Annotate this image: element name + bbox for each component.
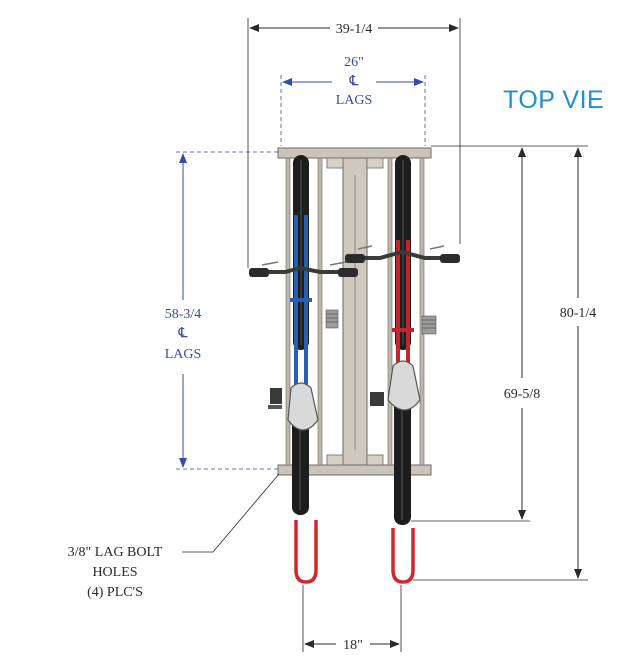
dim-wheel-height-label: 69-5/8 — [504, 387, 541, 402]
lag-bolt-callout-line3: (4) PLC'S — [87, 585, 143, 600]
lag-bolt-callout-line1: 3/8" LAG BOLT — [68, 545, 163, 560]
dim-lags-height: 58-3/4 ℄ LAGS — [165, 151, 278, 470]
dim-lags-height-centerline: ℄ — [178, 326, 188, 341]
dim-overall-height-label: 80-1/4 — [560, 306, 597, 321]
dim-overall-width: 39-1/4 — [247, 18, 461, 268]
view-title: TOP VIE — [503, 86, 604, 114]
rack-frame — [277, 147, 432, 476]
dim-lags-width-label: LAGS — [336, 93, 373, 108]
bike-left — [249, 155, 358, 584]
bike-right-handlebar — [346, 249, 458, 260]
bike-left-frame — [294, 215, 308, 410]
bike-left-handlebar — [252, 265, 355, 274]
dim-bike-spacing: 18" — [302, 585, 402, 653]
bike-right — [345, 155, 460, 584]
dim-wheel-height: 69-5/8 — [411, 147, 541, 522]
lag-bolt-callout-line2: HOLES — [92, 565, 137, 580]
bike-right-wheel-hook — [391, 528, 415, 584]
bike-left-seat — [287, 382, 319, 431]
dim-bike-spacing-label: 18" — [343, 638, 363, 653]
dim-lags-height-value: 58-3/4 — [165, 307, 202, 322]
bike-right-seat — [387, 360, 421, 411]
dim-lags-width-value: 26" — [344, 55, 364, 70]
dim-lags-height-label: LAGS — [165, 347, 202, 362]
dim-lags-width: 26" ℄ LAGS — [280, 55, 426, 146]
dim-lags-width-centerline: ℄ — [349, 74, 359, 89]
dim-overall-height: 80-1/4 — [413, 145, 597, 581]
dim-overall-width-label: 39-1/4 — [336, 22, 373, 37]
bike-left-wheel-hook — [294, 520, 318, 584]
lag-bolt-callout: 3/8" LAG BOLT HOLES (4) PLC'S — [68, 473, 280, 600]
